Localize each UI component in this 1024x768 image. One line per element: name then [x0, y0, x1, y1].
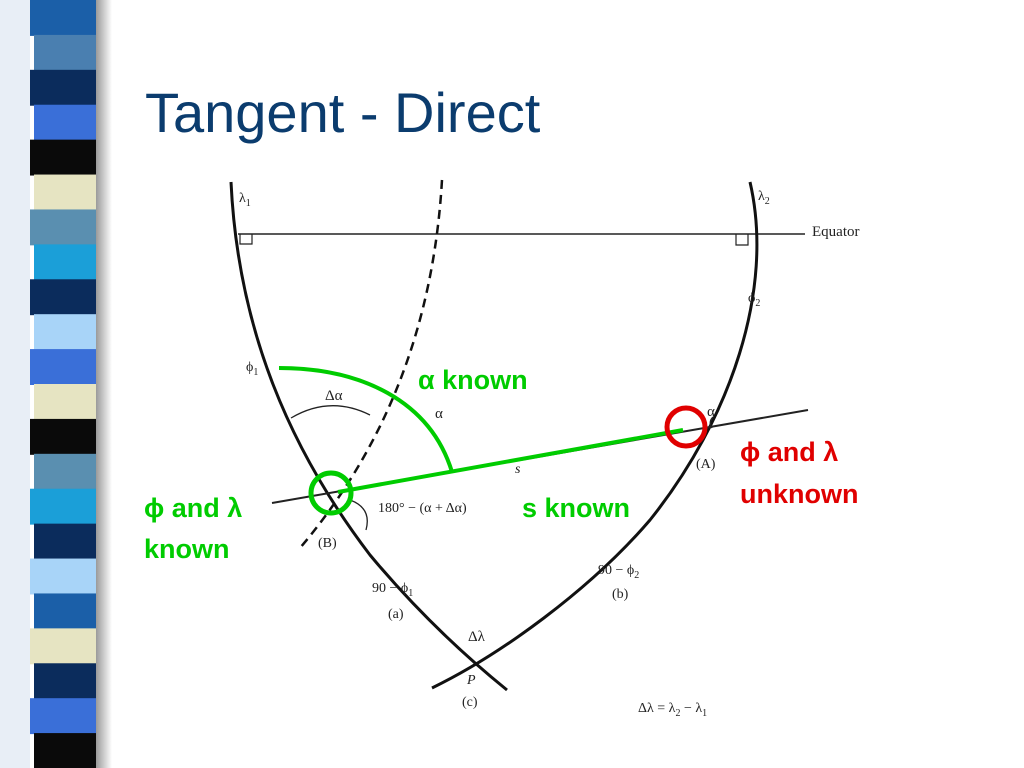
- decorative-stripe: [0, 0, 112, 768]
- alpha-left-label: α: [435, 406, 443, 422]
- alpha-right-arc: [709, 416, 714, 429]
- P-label: P: [466, 673, 476, 688]
- stripe-block: [30, 628, 96, 665]
- ninety-phi1-label: 90 − ϕ1: [372, 581, 413, 599]
- right-angle-left: [239, 234, 253, 245]
- delta-alpha-arc: [290, 405, 371, 419]
- stripe-block: [30, 0, 96, 36]
- stripe-block: [34, 314, 96, 351]
- stripe-block: [30, 279, 96, 316]
- meridian-lambda1: [229, 181, 508, 692]
- right-angle-right: [735, 234, 749, 246]
- formula-label: Δλ = λ2 − λ1: [638, 701, 707, 719]
- unknown-point-circle: [664, 405, 708, 449]
- stripe-block: [30, 418, 96, 455]
- lambda2-label: λ2: [758, 189, 770, 207]
- stripe-block: [34, 384, 96, 420]
- s-label: s: [515, 462, 521, 477]
- known-label-line1: ϕ and λ: [144, 493, 243, 523]
- stripe-edge: [0, 0, 30, 768]
- alpha-arc-green: [278, 366, 454, 473]
- a-label: (a): [388, 607, 404, 622]
- ninety-phi2-label: 90 − ϕ2: [598, 563, 639, 581]
- meridian-lambda2: [431, 181, 759, 690]
- unknown-label-line2: unknown: [740, 479, 859, 509]
- A-label: (A): [696, 457, 716, 472]
- dashed-meridian: [299, 179, 444, 549]
- alpha-right-label: α: [707, 404, 715, 420]
- B-label: (B): [318, 536, 337, 551]
- stripe-block: [30, 209, 96, 246]
- known-point-circle: [308, 470, 354, 516]
- s-known-label: s known: [522, 493, 631, 523]
- stripe-block: [30, 139, 96, 176]
- stripe-block: [30, 349, 96, 385]
- phi1-label: ϕ1: [246, 360, 258, 378]
- c-label: (c): [462, 695, 478, 710]
- equator-label: Equator: [812, 224, 859, 240]
- stripe-block: [30, 488, 96, 525]
- stripe-block: [30, 69, 96, 106]
- delta-alpha-label: Δα: [325, 388, 343, 404]
- lambda1-label: λ1: [239, 191, 251, 209]
- b-label: (b): [612, 587, 629, 602]
- stripe-block: [34, 593, 96, 630]
- stripe-block: [34, 34, 96, 71]
- geodesic-s: [337, 428, 684, 494]
- stripe-block: [34, 174, 96, 211]
- stripe-block: [34, 733, 96, 768]
- stripe-block: [30, 558, 96, 595]
- unknown-label-line1: ϕ and λ: [740, 437, 839, 467]
- stripe-block: [34, 523, 96, 560]
- stripe-block: [34, 663, 96, 700]
- known-label-line2: known: [144, 534, 230, 564]
- slide-title: Tangent - Direct: [145, 81, 541, 144]
- stripe-block: [34, 244, 96, 281]
- stripe-block: [34, 104, 96, 141]
- angle-180-arc: [349, 499, 368, 531]
- phi2-label: ϕ2: [748, 291, 760, 309]
- alpha-known-label: α known: [418, 365, 528, 395]
- angle-180-label: 180° − (α + Δα): [378, 501, 467, 516]
- delta-lambda-label: Δλ: [468, 629, 486, 645]
- stripe-block: [30, 698, 96, 735]
- stripe-block: [34, 453, 96, 490]
- stripe-shadow: [96, 0, 112, 768]
